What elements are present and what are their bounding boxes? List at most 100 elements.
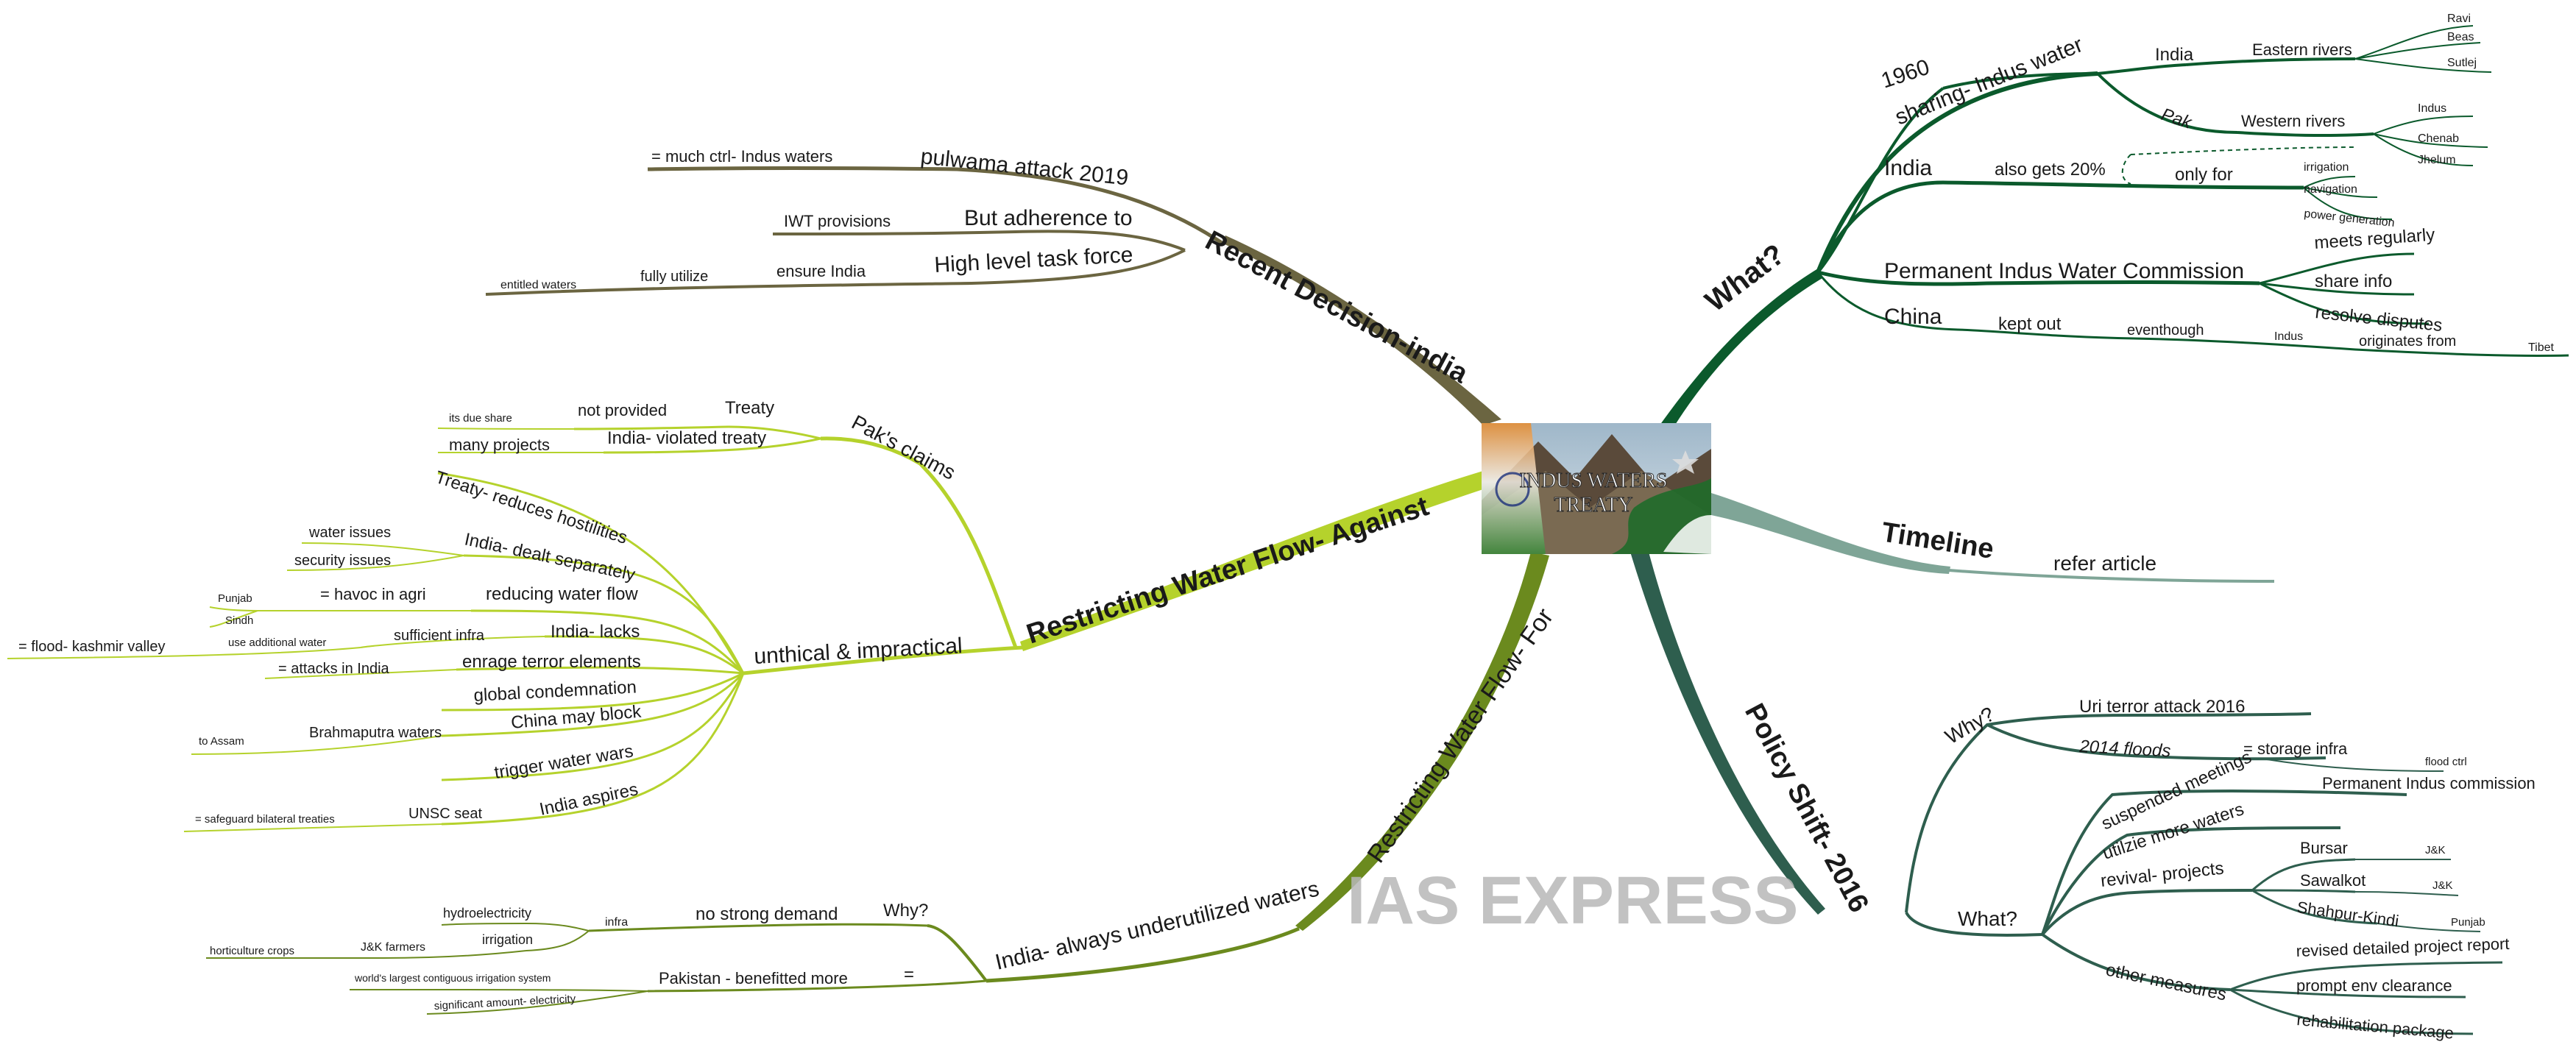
branch-recent (485, 166, 1223, 296)
branch-against-labels: Restricting Water Flow- Against Pak's cl… (18, 398, 1433, 826)
branch-policy-labels: Policy Shift- 2016 Why? Uri terror attac… (1738, 697, 2536, 1043)
branch-what-stem (1656, 269, 1822, 434)
what-meets: meets regularly (2314, 225, 2436, 253)
against-sindh: Sindh (225, 614, 253, 627)
policy-flood-ctrl: flood ctrl (2425, 756, 2467, 768)
for-label: Restricting Water Flow- For (1362, 603, 1559, 868)
what-commission: Permanent Indus Water Commission (1884, 259, 2244, 283)
against-unsc: UNSC seat (408, 806, 482, 822)
recent-iwt: IWT provisions (784, 212, 891, 230)
what-india-20: India (1884, 156, 1932, 180)
what-western-rivers: Western rivers (2241, 112, 2345, 130)
against-sufficient-infra: sufficient infra (394, 628, 485, 644)
policy-floods: 2014 floods (2078, 737, 2171, 762)
against-due-share: its due share (449, 412, 512, 425)
against-not-provided: not provided (578, 401, 667, 419)
against-paks-claims: Pak's claims (848, 411, 959, 484)
recent-much-ctrl: = much ctrl- Indus waters (651, 147, 832, 166)
what-beas: Beas (2447, 31, 2474, 43)
what-indus: Indus (2418, 102, 2446, 115)
recent-ensure: ensure India (776, 262, 866, 280)
central-title-line1: INDUS WATERS (1520, 469, 1668, 492)
for-underutilized: India- always underutilized waters (993, 876, 1321, 974)
recent-entitled: entitled waters (500, 279, 576, 291)
against-lacks: India- lacks (551, 622, 640, 642)
policy-punjab: Punjab (2451, 916, 2485, 929)
branch-against (7, 425, 1024, 832)
recent-pulwama: pulwama attack 2019 (919, 144, 1129, 190)
for-pakistan: Pakistan - benefitted more (659, 969, 848, 987)
policy-pic: Permanent Indus commission (2322, 774, 2536, 792)
branch-what-labels: What? 1960 sharing- Indus water India Ea… (1699, 13, 2555, 354)
branch-policy-stem (1630, 552, 1825, 915)
for-largest: world's largest contiguous irrigation sy… (354, 972, 551, 984)
branch-recent-labels: Recent Decision-india pulwama attack 201… (500, 144, 1473, 390)
against-hostilities: Treaty- reduces hostilities (433, 467, 630, 548)
what-indus-2: Indus (2274, 330, 2303, 343)
central-title-line2: TREATY (1554, 494, 1632, 517)
recent-adherence: But adherence to (964, 206, 1133, 230)
recent-task-force: High level task force (934, 243, 1133, 277)
what-india: India (2155, 45, 2194, 65)
against-trigger: trigger water wars (493, 741, 635, 783)
against-water-issues: water issues (308, 525, 391, 541)
central-image: INDUS WATERS TREATY (1482, 423, 1711, 554)
what-resolve: resolve disputes (2314, 302, 2443, 336)
for-eq: = (904, 965, 914, 985)
what-tibet: Tibet (2528, 341, 2555, 354)
branch-against-stem (1020, 471, 1483, 651)
what-ravi: Ravi (2447, 13, 2471, 25)
against-unethical: unthical & impractical (754, 634, 963, 669)
policy-jk-1: J&K (2425, 844, 2446, 856)
what-originates: originates from (2359, 333, 2456, 350)
against-reducing: reducing water flow (486, 584, 638, 604)
against-label: Restricting Water Flow- Against (1023, 491, 1433, 650)
what-power: power generation (2304, 207, 2396, 230)
what-only-for: only for (2175, 165, 2233, 185)
policy-revival: revival- projects (2100, 859, 2225, 891)
against-safeguard: = safeguard bilateral treaties (195, 813, 335, 826)
against-flood-kashmir: = flood- kashmir valley (18, 639, 166, 655)
what-pak: Pak (2159, 104, 2195, 133)
against-attacks: = attacks in India (278, 661, 390, 677)
what-year: 1960 (1878, 55, 1933, 93)
branch-for (206, 923, 1300, 1015)
for-infra: infra (605, 916, 628, 929)
what-also-gets: also gets 20% (1995, 160, 2106, 180)
for-no-demand: no strong demand (696, 904, 838, 924)
policy-shahpur: Shahpur-Kindi (2296, 898, 2400, 930)
policy-env: prompt env clearance (2296, 976, 2452, 995)
policy-other: other measures (2104, 959, 2229, 1004)
for-irrigation: irrigation (482, 932, 533, 947)
against-violated: India- violated treaty (607, 428, 766, 448)
branch-for-stem (1295, 552, 1549, 931)
what-chenab: Chenab (2418, 132, 2459, 145)
for-why: Why? (883, 901, 928, 920)
what-sutlej: Sutlej (2447, 57, 2477, 69)
policy-storage: = storage infra (2243, 739, 2348, 758)
branch-recent-stem (1222, 235, 1501, 425)
against-use-additional: use additional water (228, 636, 326, 649)
for-horticulture: horticulture crops (210, 945, 294, 957)
against-aspires: India aspires (538, 779, 640, 820)
policy-sawalkot: Sawalkot (2300, 871, 2366, 890)
policy-jk-2: J&K (2432, 879, 2453, 892)
against-to-assam: to Assam (199, 735, 244, 748)
watermark: IAS EXPRESS (1347, 863, 1799, 938)
what-share-info: share info (2315, 272, 2392, 291)
what-navigation: navigation (2304, 183, 2357, 196)
policy-bursar: Bursar (2300, 839, 2348, 857)
what-jhelum: Jhelum (2418, 154, 2456, 166)
what-irrigation: irrigation (2304, 161, 2349, 174)
against-brahmaputra: Brahmaputra waters (309, 725, 442, 741)
against-havoc: = havoc in agri (320, 585, 426, 603)
against-enrage: enrage terror elements (462, 652, 641, 672)
branch-policy (1905, 712, 2503, 1035)
what-eastern-rivers: Eastern rivers (2252, 40, 2352, 59)
for-hydro: hydroelectricity (443, 906, 531, 920)
policy-dpr: revised detailed project report (2296, 934, 2510, 960)
what-china: China (1884, 305, 1942, 329)
against-security-issues: security issues (294, 553, 391, 569)
against-global: global condemnation (473, 677, 637, 706)
